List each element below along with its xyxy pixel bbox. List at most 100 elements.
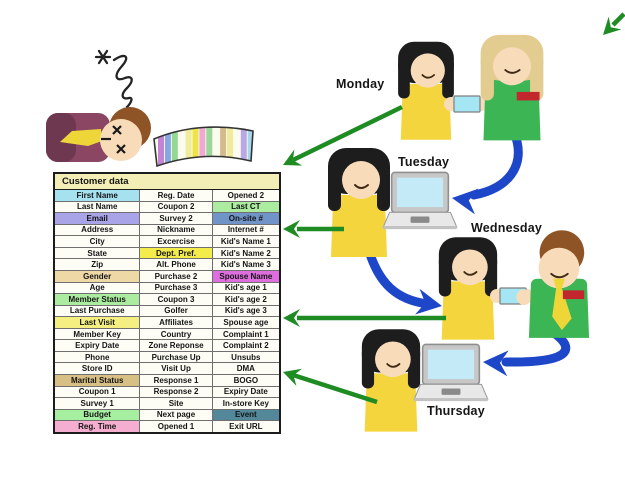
field-cell: Complaint 2	[211, 339, 281, 352]
field-cell: Affiliates	[139, 316, 213, 329]
field-cell: Budget	[53, 408, 141, 422]
banner-stripes	[158, 127, 253, 166]
dizzy-squiggle-icon	[94, 49, 133, 109]
monday-clerk-figure	[480, 34, 544, 141]
banner-stripe	[220, 127, 227, 166]
thursday-customer-figure	[360, 328, 422, 433]
field-cell: Coupon 2	[139, 200, 213, 214]
banner-stripe	[158, 127, 164, 166]
day-label-thursday: Thursday	[427, 404, 485, 418]
banner-stripe	[185, 127, 192, 166]
day-label-monday: Monday	[336, 77, 385, 91]
field-cell: On-site #	[211, 212, 281, 225]
striped-data-banner	[153, 126, 254, 168]
field-cell: Store ID	[53, 362, 141, 375]
field-cell: Kid's age 3	[211, 304, 281, 318]
field-cell: Kid's age 1	[211, 281, 281, 295]
banner-stripe	[240, 127, 247, 166]
banner-stripe	[213, 127, 220, 166]
field-cell: Purchase Up	[139, 350, 213, 364]
blue-arrow-monday-to-tuesday	[452, 127, 523, 215]
banner-stripe	[199, 127, 206, 166]
name-badge-icon	[562, 290, 585, 300]
x-eye-icon	[112, 125, 122, 135]
x-eye-icon	[116, 144, 126, 154]
field-cell: Member Status	[53, 293, 141, 306]
green-arrow-thursday-to-table	[283, 368, 378, 405]
field-cell: Response 1	[139, 374, 213, 387]
laptop-icon	[382, 171, 458, 230]
field-cell: Next page	[139, 408, 213, 422]
banner-stripe	[164, 127, 171, 166]
field-cell: Address	[53, 223, 141, 237]
field-cell: Member Key	[53, 327, 141, 341]
field-cell: BOGO	[211, 374, 281, 387]
field-cell: Survey 2	[139, 212, 213, 225]
field-cell: Spouse Name	[211, 269, 281, 283]
field-cell: Opened 2	[211, 189, 281, 202]
field-cell: Kid's Name 2	[211, 246, 281, 260]
field-cell: Dept. Pref.	[139, 246, 213, 260]
laptop-icon	[413, 343, 489, 402]
field-cell: Country	[139, 327, 213, 341]
day-label-tuesday: Tuesday	[398, 155, 450, 169]
field-cell: Purchase 2	[139, 269, 213, 283]
field-cell: Nickname	[139, 223, 213, 237]
field-cell: Opened 1	[139, 420, 213, 434]
wednesday-customer-figure	[437, 236, 499, 341]
field-cell: Marital Status	[53, 374, 141, 387]
tie-icon	[553, 278, 565, 289]
field-cell: Coupon 3	[139, 293, 213, 306]
banner-stripe	[227, 127, 233, 166]
field-cell: Alt. Phone	[139, 258, 213, 271]
field-cell: Last CT	[211, 200, 281, 214]
field-cell: Expiry Date	[211, 385, 281, 399]
field-cell: Zone Reponse	[139, 339, 213, 352]
field-cell: Site	[139, 397, 213, 410]
field-cell: Complaint 1	[211, 327, 281, 341]
field-cell: Age	[53, 281, 141, 295]
field-cell: DMA	[211, 362, 281, 375]
blue-arrow-tuesday-to-wednesday	[364, 246, 442, 315]
field-cell: Internet #	[211, 223, 281, 237]
green-arrow-tuesday-to-table	[283, 220, 344, 238]
field-cell: Last Visit	[53, 316, 141, 329]
field-cell: First Name	[53, 189, 141, 202]
field-cell: Expiry Date	[53, 339, 141, 352]
day-label-wednesday: Wednesday	[471, 221, 543, 235]
banner-stripe	[178, 127, 185, 166]
field-cell: Phone	[53, 350, 141, 364]
tuesday-customer-figure	[327, 147, 391, 258]
green-arrow-corner-fragment	[603, 12, 625, 35]
tie-icon	[552, 288, 572, 331]
blue-arrow-wednesday-to-thursday	[483, 328, 571, 377]
green-arrow-monday-to-table	[283, 104, 403, 166]
field-cell: Excercise	[139, 235, 213, 248]
overwhelmed-marketer-figure	[46, 107, 151, 162]
banner-stripe	[171, 127, 178, 166]
field-cell: Response 2	[139, 385, 213, 399]
field-cell: Kid's Name 1	[211, 235, 281, 248]
banner-stripe	[192, 127, 199, 166]
field-cell: Last Name	[53, 200, 141, 214]
banner-stripe	[206, 127, 213, 166]
monday-customer-figure	[397, 40, 455, 141]
field-cell: Purchase 3	[139, 281, 213, 295]
field-cell: Visit Up	[139, 362, 213, 375]
field-cell: Event	[211, 408, 281, 422]
